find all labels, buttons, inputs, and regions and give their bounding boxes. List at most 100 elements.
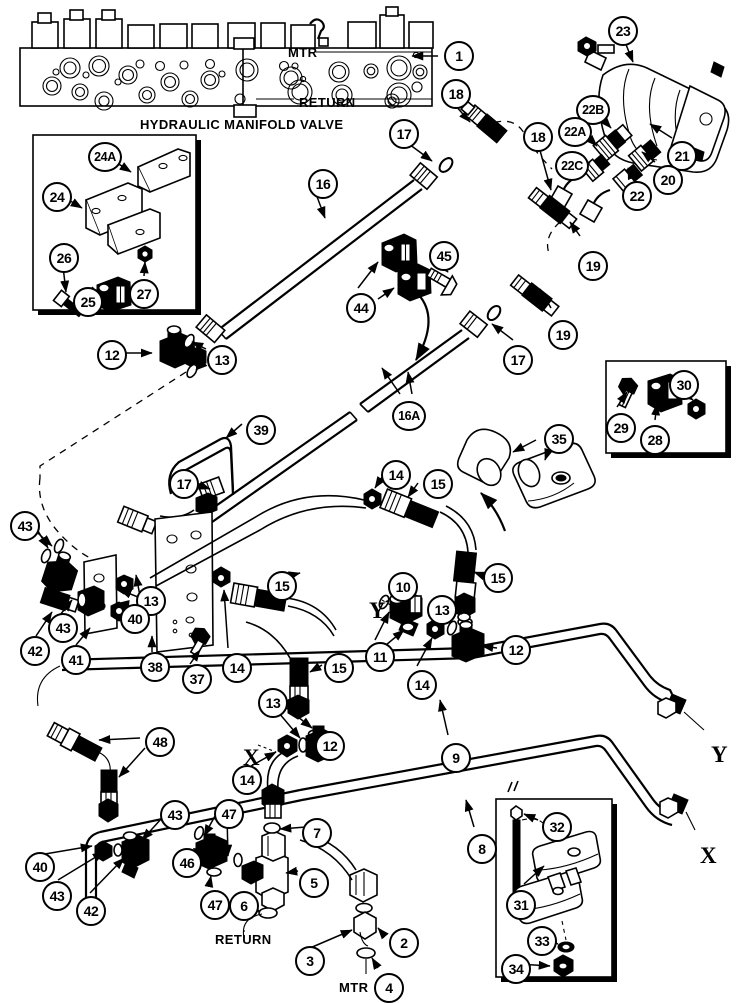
callout-46[interactable]: 46 xyxy=(172,848,202,878)
callout-2[interactable]: 2 xyxy=(389,928,419,958)
callout-40[interactable]: 40 xyxy=(25,852,55,882)
callout-17[interactable]: 17 xyxy=(169,469,199,499)
callout-13[interactable]: 13 xyxy=(258,688,288,718)
callout-30[interactable]: 30 xyxy=(669,370,699,400)
callout-14[interactable]: 14 xyxy=(232,765,262,795)
callout-1[interactable]: 1 xyxy=(444,41,474,71)
leader-47c xyxy=(204,875,214,888)
callout-25[interactable]: 25 xyxy=(73,287,103,317)
callout-22B[interactable]: 22B xyxy=(576,95,610,125)
callout-22C[interactable]: 22C xyxy=(555,151,589,181)
leader-5 xyxy=(285,866,299,876)
callout-23[interactable]: 23 xyxy=(608,16,638,46)
routing-dash-1 xyxy=(39,371,187,478)
callout-32[interactable]: 32 xyxy=(542,812,572,842)
leader-41 xyxy=(75,627,91,646)
callout-43[interactable]: 43 xyxy=(10,511,40,541)
callout-24A[interactable]: 24A xyxy=(88,142,122,172)
callout-37[interactable]: 37 xyxy=(182,664,212,694)
callout-14[interactable]: 14 xyxy=(407,670,437,700)
callout-35[interactable]: 35 xyxy=(544,424,574,454)
callout-18[interactable]: 18 xyxy=(523,122,553,152)
clamps-44-45 xyxy=(381,233,458,361)
callout-17[interactable]: 17 xyxy=(389,119,419,149)
callout-22A[interactable]: 22A xyxy=(558,117,592,147)
callout-9[interactable]: 9 xyxy=(441,743,471,773)
callout-13[interactable]: 13 xyxy=(136,586,166,616)
callout-43[interactable]: 43 xyxy=(48,613,78,643)
callout-31[interactable]: 31 xyxy=(506,890,536,920)
callout-42[interactable]: 42 xyxy=(76,896,106,926)
leader-9 xyxy=(438,699,449,736)
callout-47[interactable]: 47 xyxy=(214,799,244,829)
leader-21 xyxy=(649,123,673,139)
callout-15[interactable]: 15 xyxy=(324,653,354,683)
hydraulic-manifold-valve xyxy=(19,6,434,118)
callout-20[interactable]: 20 xyxy=(653,165,683,195)
leader-35a xyxy=(512,439,537,453)
callout-44[interactable]: 44 xyxy=(346,293,376,323)
fitting-bottom-left xyxy=(94,831,150,879)
return-top: RETURN xyxy=(299,95,356,110)
callout-41[interactable]: 41 xyxy=(61,645,91,675)
callout-15[interactable]: 15 xyxy=(267,571,297,601)
callout-4[interactable]: 4 xyxy=(374,973,404,1003)
callout-12[interactable]: 12 xyxy=(501,635,531,665)
return-valve-assembly xyxy=(193,747,299,939)
leader-42b xyxy=(89,857,125,894)
callout-15[interactable]: 15 xyxy=(423,469,453,499)
callout-13[interactable]: 13 xyxy=(427,595,457,625)
callout-43[interactable]: 43 xyxy=(42,881,72,911)
callout-18[interactable]: 18 xyxy=(441,79,471,109)
callout-13[interactable]: 13 xyxy=(207,345,237,375)
callout-26[interactable]: 26 xyxy=(49,243,79,273)
callout-45[interactable]: 45 xyxy=(429,241,459,271)
callout-5[interactable]: 5 xyxy=(299,868,329,898)
callout-28[interactable]: 28 xyxy=(640,425,670,455)
callout-14[interactable]: 14 xyxy=(381,460,411,490)
callout-14[interactable]: 14 xyxy=(222,653,252,683)
leader-31a xyxy=(523,865,545,885)
callout-22[interactable]: 22 xyxy=(622,181,652,211)
callout-11[interactable]: 11 xyxy=(365,642,395,672)
callout-19[interactable]: 19 xyxy=(548,320,578,350)
callout-15[interactable]: 15 xyxy=(483,563,513,593)
tube-16-assembly xyxy=(217,157,454,340)
callout-12[interactable]: 12 xyxy=(97,340,127,370)
callout-19[interactable]: 19 xyxy=(578,251,608,281)
callout-10[interactable]: 10 xyxy=(388,572,418,602)
callout-42[interactable]: 42 xyxy=(20,636,50,666)
callout-40[interactable]: 40 xyxy=(120,604,150,634)
inset-bracket-detail xyxy=(32,134,201,318)
callout-38[interactable]: 38 xyxy=(140,652,170,682)
callout-16[interactable]: 16 xyxy=(308,169,338,199)
saddle-clamps-35 xyxy=(456,428,596,509)
callout-27[interactable]: 27 xyxy=(129,279,159,309)
callout-48[interactable]: 48 xyxy=(145,727,175,757)
callout-8[interactable]: 8 xyxy=(467,834,497,864)
callout-16A[interactable]: 16A xyxy=(392,401,426,431)
leader-2 xyxy=(377,927,389,940)
callout-33[interactable]: 33 xyxy=(527,926,557,956)
leader-22 xyxy=(627,167,637,181)
callout-34[interactable]: 34 xyxy=(501,954,531,984)
callout-6[interactable]: 6 xyxy=(229,891,259,921)
callout-24[interactable]: 24 xyxy=(42,182,72,212)
callout-39[interactable]: 39 xyxy=(246,415,276,445)
callout-7[interactable]: 7 xyxy=(302,818,332,848)
callout-47[interactable]: 47 xyxy=(200,890,230,920)
leader-16A-b xyxy=(405,371,415,395)
leader-48a xyxy=(98,734,141,744)
leader-28 xyxy=(651,403,661,421)
leader-15a xyxy=(407,482,419,498)
return-bottom: RETURN xyxy=(215,932,272,947)
callout-17[interactable]: 17 xyxy=(503,345,533,375)
callout-29[interactable]: 29 xyxy=(606,413,636,443)
leader-13b xyxy=(195,359,208,371)
leader-27 xyxy=(139,261,149,277)
callout-12[interactable]: 12 xyxy=(315,731,345,761)
callout-43[interactable]: 43 xyxy=(160,800,190,830)
callout-3[interactable]: 3 xyxy=(295,946,325,976)
inset-clamp-detail xyxy=(605,360,731,458)
